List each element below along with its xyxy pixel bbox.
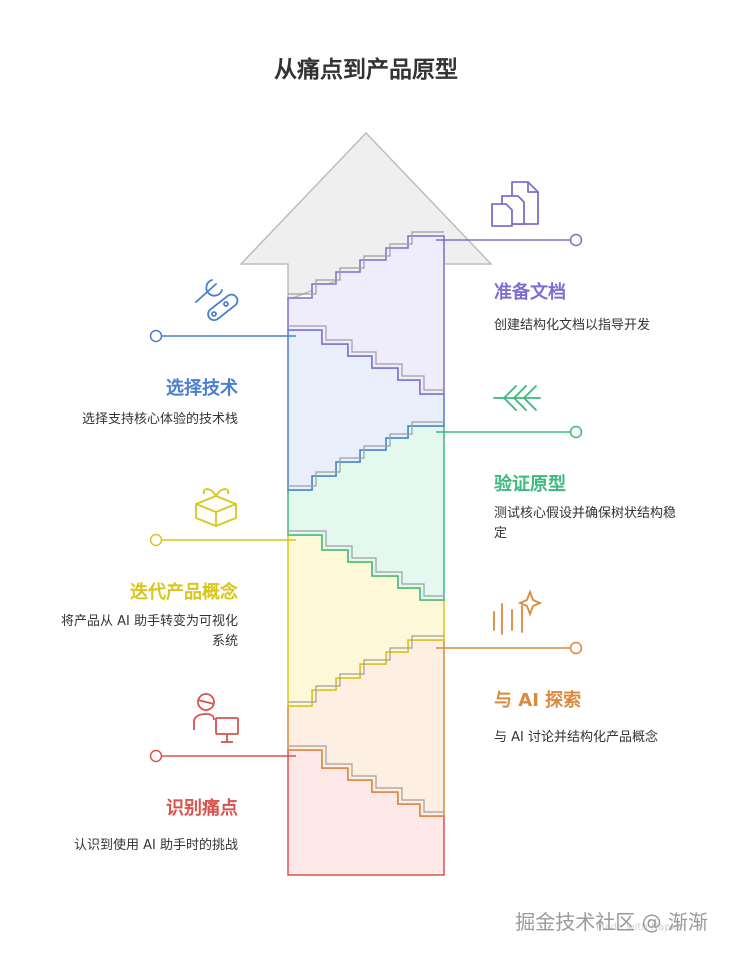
step-desc-validate: 测试核心假设并确保树状结构稳定 <box>494 506 677 541</box>
connectors <box>149 233 583 763</box>
band-docs <box>287 235 445 395</box>
stair-edge-6 <box>288 231 444 295</box>
band-docs-fill <box>287 235 445 395</box>
connector-docs-dot <box>569 233 583 247</box>
sparkle-lines-icon <box>493 589 543 635</box>
step-desc-explore: 与 AI 讨论并结构化产品概念 <box>494 730 658 745</box>
step-title-tech: 选择技术 <box>166 378 238 399</box>
arrow-left-icon <box>493 385 541 411</box>
stair-edge-3 <box>288 530 444 597</box>
page-title: 从痛点到产品原型 <box>274 57 458 83</box>
stair-edges <box>288 231 444 813</box>
stair-edge-4 <box>288 421 444 487</box>
connector-tech-dot <box>149 329 163 343</box>
stair-edge-5 <box>288 325 444 391</box>
person-computer-icon <box>193 693 239 743</box>
step-title-docs: 准备文档 <box>494 282 566 303</box>
gift-box-icon <box>195 488 237 527</box>
step-desc-identify: 认识到使用 AI 助手时的挑战 <box>74 838 238 853</box>
connector-identify-dot <box>149 749 163 763</box>
stair-edge-1 <box>288 745 444 813</box>
step-title-iterate: 迭代产品概念 <box>130 582 238 603</box>
connector-iterate-dot <box>149 533 163 547</box>
connector-explore-dot <box>569 641 583 655</box>
stair-edge-2 <box>288 635 444 703</box>
step-title-validate: 验证原型 <box>494 474 566 495</box>
wrench-tools-icon <box>195 279 239 322</box>
step-desc-iterate: 将产品从 AI 助手转变为可视化系统 <box>61 614 238 649</box>
step-title-identify: 识别痛点 <box>166 798 238 819</box>
connector-validate-dot <box>569 425 583 439</box>
step-desc-docs: 创建结构化文档以指导开发 <box>494 318 651 333</box>
watermark: 掘金技术社区 @ 渐渐 <box>515 910 708 934</box>
step-desc-tech: 选择支持核心体验的技术栈 <box>81 412 238 427</box>
documents-icon <box>491 181 539 227</box>
step-title-explore: 与 AI 探索 <box>494 690 582 711</box>
made-with-label: Made with Napkin <box>596 922 686 933</box>
